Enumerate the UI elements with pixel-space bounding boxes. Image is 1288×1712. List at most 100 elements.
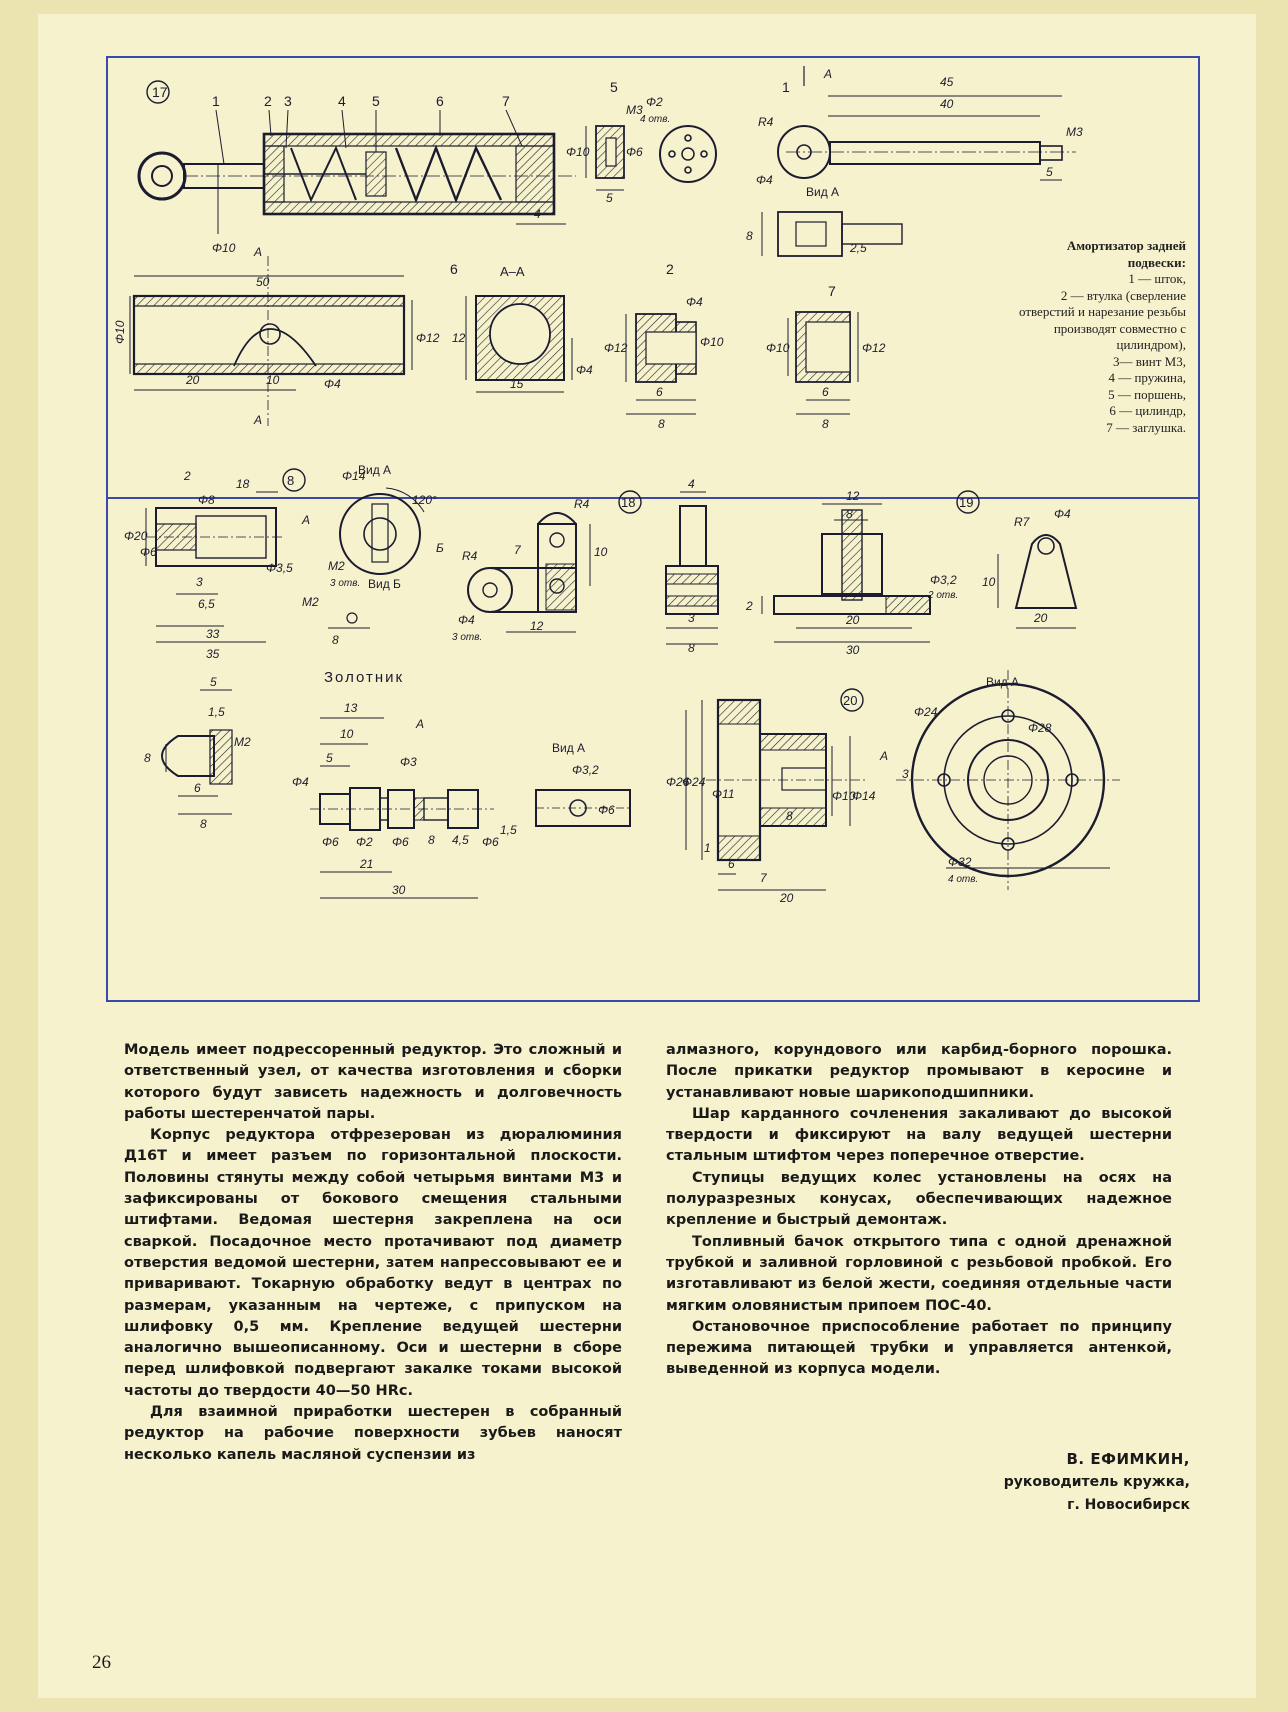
author-city: г. Новосибирск xyxy=(1067,1497,1190,1513)
dim-12: 12 xyxy=(452,331,466,345)
dim-phi6-fig8: Φ6 xyxy=(140,545,157,559)
dim-phi10-fig20: Φ10 xyxy=(832,789,856,803)
dim-m3-piston: М3 xyxy=(626,103,643,117)
dim-10-zolotnik: 10 xyxy=(340,727,354,741)
dim-10-fig19: 10 xyxy=(982,575,996,589)
dim-35: 35 xyxy=(206,647,220,661)
dim-phi3-zolotnik: Φ3 xyxy=(400,755,417,769)
dim-phi2: Φ2 xyxy=(646,95,663,109)
part-label-3: 3 xyxy=(284,93,292,109)
dim-8-fig18: 8 xyxy=(688,641,695,655)
dim-10: 10 xyxy=(266,373,280,387)
dim-8-fig19: 8 xyxy=(846,507,853,521)
dim-2-holes: 2 отв. xyxy=(927,590,958,601)
dim-45: 45 xyxy=(940,75,954,89)
article-paragraph: Корпус редуктора отфрезерован из дюралюм… xyxy=(124,1127,622,1399)
dim-8-zolotnik: 8 xyxy=(428,833,435,847)
dim-phi12-plug: Φ12 xyxy=(862,341,886,355)
part-label-7-plug: 7 xyxy=(828,283,836,299)
dim-r4-fig18-b: R4 xyxy=(574,497,590,511)
dim-phi4-rod: Φ4 xyxy=(756,173,773,187)
dim-phi6-zolotnik-c: Φ6 xyxy=(482,835,499,849)
part-label-2-bushing: 2 xyxy=(666,261,674,277)
legend-item: 3— винт М3, xyxy=(1112,353,1186,369)
dim-1-5-small: 1,5 xyxy=(208,705,225,719)
page-number: 26 xyxy=(92,1652,111,1673)
view-a-fig8-label: Вид А xyxy=(358,463,391,477)
dim-phi4-fig18: Φ4 xyxy=(458,613,475,627)
article-paragraph: Модель имеет подрессоренный редуктор. Эт… xyxy=(124,1042,622,1122)
author-role: руководитель кружка, xyxy=(1003,1474,1190,1490)
dim-7-fig18: 7 xyxy=(514,543,522,557)
dim-8-small: 8 xyxy=(144,751,151,765)
dim-6-plug: 6 xyxy=(822,385,829,399)
dim-30-zolotnik: 30 xyxy=(392,883,406,897)
article-column-left: Модель имеет подрессоренный редуктор. Эт… xyxy=(124,1040,622,1466)
figure-8-number: 8 xyxy=(287,473,294,488)
dim-21: 21 xyxy=(359,857,373,871)
dim-phi32: Φ32 xyxy=(948,855,972,869)
dim-120: 120° xyxy=(412,493,437,507)
dim-4-5: 4,5 xyxy=(452,833,469,847)
figure-20-number: 20 xyxy=(843,693,857,708)
dim-phi24-viewa: Φ24 xyxy=(914,705,938,719)
dim-a-zolotnik: А xyxy=(415,717,424,731)
dim-2-fig19: 2 xyxy=(745,599,753,613)
dim-phi8: Φ8 xyxy=(198,493,215,507)
dim-m2: М2 xyxy=(328,559,345,573)
dim-3-holes: 3 отв. xyxy=(330,578,360,589)
dim-a-rod: А xyxy=(823,67,832,81)
dim-phi10-bushing: Φ10 xyxy=(700,335,724,349)
dim-7-fig20: 7 xyxy=(760,871,768,885)
dim-b-arrow: Б xyxy=(436,541,444,555)
view-a-zolotnik-label: Вид А xyxy=(552,741,585,755)
drawing-legend: Амортизатор задней подвески: 1 — шток, 2… xyxy=(1014,238,1186,436)
dim-phi20: Φ20 xyxy=(124,529,148,543)
dim-18: 18 xyxy=(236,477,250,491)
article-paragraph: Ступицы ведущих колес установлены на ося… xyxy=(666,1169,1172,1229)
dim-5-piston: 5 xyxy=(606,191,613,205)
dim-4-holes: 4 отв. xyxy=(640,114,670,125)
paper-sheet xyxy=(38,14,1256,1698)
dim-13: 13 xyxy=(344,701,358,715)
part-label-7: 7 xyxy=(502,93,510,109)
legend-item: 4 — пружина, xyxy=(1108,370,1186,385)
part-label-2: 2 xyxy=(264,93,272,109)
dim-2-fig8: 2 xyxy=(183,469,191,483)
view-a-rod-label: Вид А xyxy=(806,185,839,199)
dim-6-bushing: 6 xyxy=(656,385,663,399)
dim-33: 33 xyxy=(206,627,220,641)
dim-3-fig8: 3 xyxy=(196,575,203,589)
part-label-5-piston: 5 xyxy=(610,79,618,95)
dim-phi12-bushing: Φ12 xyxy=(604,341,628,355)
dim-phi11: Φ11 xyxy=(712,787,735,801)
dim-phi24: Φ24 xyxy=(682,775,706,789)
dim-8-small-b: 8 xyxy=(200,817,207,831)
dim-phi3-5: Φ3,5 xyxy=(266,561,293,575)
dim-m3-rod: М3 xyxy=(1066,125,1083,139)
dim-phi3-2-fig19: Φ3,2 xyxy=(930,573,957,587)
dim-phi2-zolotnik: Φ2 xyxy=(356,835,373,849)
article-paragraph: Для взаимной приработки шестерен в собра… xyxy=(124,1404,622,1463)
dim-40: 40 xyxy=(940,97,954,111)
part-label-1: 1 xyxy=(212,93,220,109)
dim-2-5: 2,5 xyxy=(849,241,867,255)
dim-a-cyl: А xyxy=(253,245,262,259)
figure-17-number: 17 xyxy=(152,84,168,100)
legend-item: 2 — втулка (сверление отверстий и нареза… xyxy=(1018,287,1186,353)
dim-3-fig18: 3 xyxy=(688,611,695,625)
dim-phi4-zolotnik: Φ4 xyxy=(292,775,309,789)
view-a-fig20-label: Вид А xyxy=(986,675,1019,689)
technical-drawing: 17 8 18 19 20 1 2 3 4 5 6 7 5 1 6 2 7 А–… xyxy=(113,66,1120,905)
dim-3-fig20: 3 xyxy=(902,767,909,781)
frame-divider xyxy=(106,497,1200,499)
dim-20-fig20: 20 xyxy=(779,891,794,905)
dim-phi4-section: Φ4 xyxy=(576,363,593,377)
dim-phi10-plug: Φ10 xyxy=(766,341,790,355)
part-label-6-cylinder: 6 xyxy=(450,261,458,277)
dim-phi6-zolotnik: Φ6 xyxy=(322,835,339,849)
dim-8-fig20: 8 xyxy=(786,809,793,823)
dim-20-fig19: 20 xyxy=(845,613,860,627)
dim-r4: R4 xyxy=(758,115,774,129)
part-label-5: 5 xyxy=(372,93,380,109)
